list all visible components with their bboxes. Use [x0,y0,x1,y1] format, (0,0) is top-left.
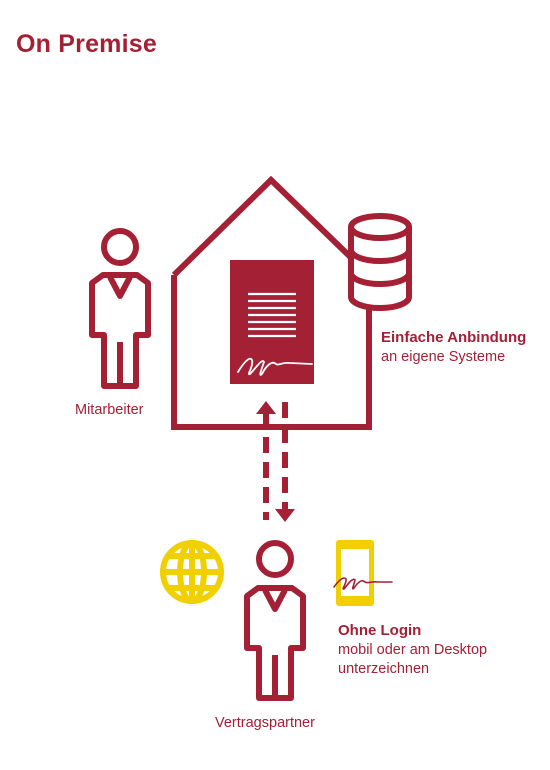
signature-icon [333,577,393,590]
person-icon [89,228,151,389]
unterzeichnen-text: unterzeichnen [338,661,430,677]
vertragspartner-label: Vertragspartner [215,715,315,731]
bidirectional-arrow-icon [256,401,295,522]
eigene-systeme-text: an eigene Systeme [381,349,506,365]
einfache-anbindung-heading: Einfache Anbindung [381,329,527,346]
database-icon [348,213,412,311]
mobil-desktop-text: mobil oder am Desktop [338,642,488,658]
person-icon [244,540,306,701]
globe-icon [160,540,224,604]
signature-icon [237,357,313,376]
ohne-login-heading: Ohne Login [338,622,422,639]
document-icon [230,260,314,384]
mitarbeiter-label: Mitarbeiter [75,402,144,418]
house-icon [171,175,372,430]
smartphone-icon [333,540,393,606]
page-title: On Premise [16,30,157,58]
